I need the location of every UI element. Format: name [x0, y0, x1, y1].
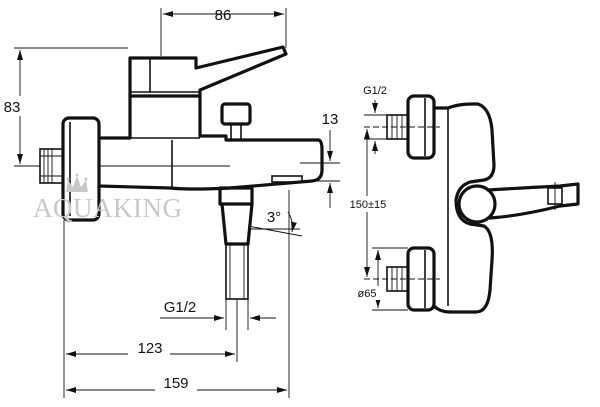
- side-diverter-knob[interactable]: [457, 184, 497, 224]
- mixer-body: [97, 94, 324, 191]
- dimension-angle-label: 3°: [267, 209, 281, 226]
- dimension-13-label: 13: [322, 111, 339, 128]
- crown-icon: [66, 173, 88, 192]
- side-spout: [486, 182, 580, 220]
- dimension-83: 83: [2, 47, 128, 167]
- side-view: G1/2 150±15 ø65: [342, 85, 580, 314]
- shower-outlet: [218, 186, 254, 300]
- dimension-83-label: 83: [4, 99, 21, 116]
- watermark: AQUAKING: [33, 173, 182, 223]
- dimension-spacing: 150±15: [342, 129, 394, 277]
- dimension-diameter-label: ø65: [358, 288, 377, 300]
- dimension-thread-side-label: G1/2: [363, 85, 387, 97]
- dimension-thread-front-label: G1/2: [164, 299, 197, 316]
- dimension-86-label: 86: [215, 7, 232, 24]
- dimension-thread-front: G1/2: [160, 299, 276, 330]
- side-body: [432, 102, 496, 314]
- watermark-text: AQUAKING: [33, 193, 182, 223]
- dimension-159-label: 159: [163, 375, 188, 392]
- dimension-86: 86: [160, 7, 287, 56]
- lever-handle[interactable]: [128, 45, 288, 98]
- dimension-13: 13: [300, 111, 340, 208]
- inlet-thread: [39, 148, 64, 184]
- dimension-123: 123: [66, 338, 235, 357]
- dimension-159: 159: [66, 373, 287, 393]
- dimension-diameter: ø65: [352, 247, 408, 311]
- diverter-knob[interactable]: [220, 102, 252, 141]
- dimension-thread-side: G1/2: [363, 85, 387, 154]
- dimension-123-label: 123: [137, 340, 162, 357]
- dimension-spacing-label: 150±15: [350, 199, 387, 211]
- front-view: 86 83 13 3°: [2, 7, 340, 398]
- dimension-angle: 3°: [247, 209, 303, 237]
